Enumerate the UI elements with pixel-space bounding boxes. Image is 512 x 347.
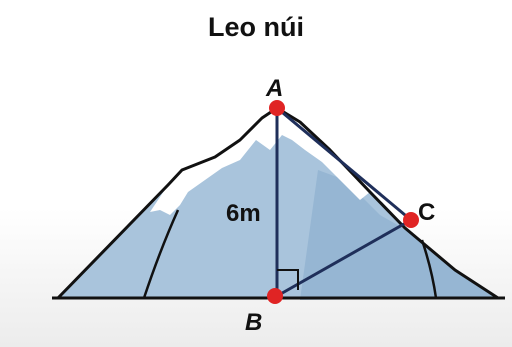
diagram-title: Leo núi [208, 12, 304, 42]
point-C [403, 212, 419, 228]
point-B [267, 288, 283, 304]
right-angle-mark [277, 269, 299, 290]
mountain-shade [300, 170, 498, 300]
segment-BC [276, 218, 412, 298]
label-B: B [245, 309, 262, 336]
snow-cap [150, 108, 370, 215]
label-A: A [265, 75, 283, 102]
label-height: 6m [226, 200, 261, 227]
ridge-left [142, 209, 180, 299]
label-C: C [418, 199, 435, 226]
ridge-right [420, 239, 438, 299]
segment-AC [276, 106, 412, 222]
point-A [269, 100, 285, 116]
